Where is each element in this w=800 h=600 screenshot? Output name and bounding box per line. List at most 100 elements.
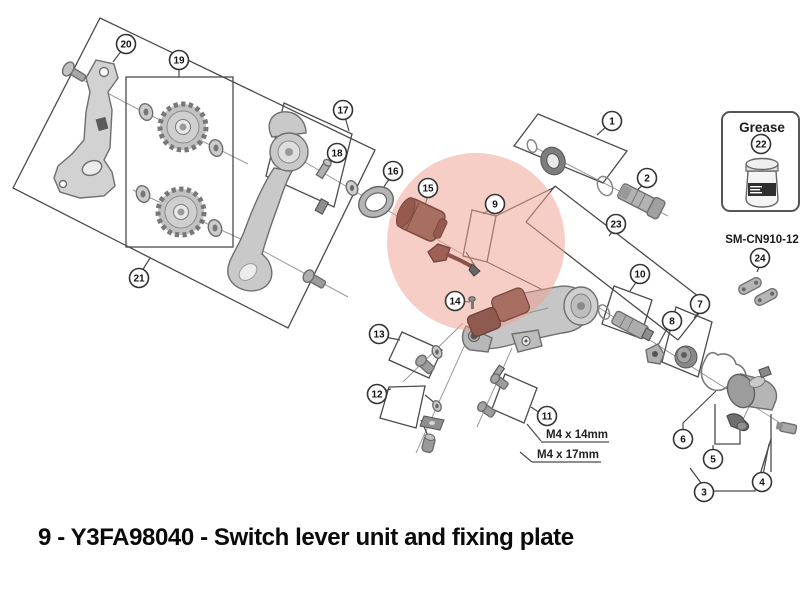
guide-pulley <box>157 101 209 153</box>
plug-part <box>611 310 655 342</box>
bolt-m4x17 <box>477 401 496 418</box>
bolt-spec-17mm: M4 x 17mm <box>537 449 599 461</box>
plate-fixing-screw <box>61 61 87 82</box>
grease-panel: Grease <box>721 111 800 212</box>
callout-7 <box>689 293 711 315</box>
page-title: 9 - Y3FA98040 - Switch lever unit and fi… <box>38 524 574 551</box>
callout-number: 18 <box>331 149 343 160</box>
bracket-axle-assembly <box>526 138 666 220</box>
grease-label: Grease <box>739 120 785 135</box>
washer <box>345 180 359 196</box>
tension-pulley <box>155 186 207 238</box>
callout-number: 16 <box>387 167 399 178</box>
callout-15 <box>417 177 439 199</box>
callout-5 <box>702 448 724 470</box>
box-3 <box>689 438 772 492</box>
washer <box>207 218 223 238</box>
outer-plate-tab <box>268 111 307 138</box>
callout-number: 19 <box>173 56 185 67</box>
o-ring <box>596 175 614 197</box>
box-11 <box>491 373 538 424</box>
edge-bolt <box>775 421 798 435</box>
inner-plate-assembly <box>53 59 327 289</box>
callout-14 <box>444 290 466 312</box>
highlight-circle <box>387 153 565 331</box>
callout-number: 21 <box>133 274 145 285</box>
callout-number: 22 <box>755 140 767 151</box>
box-1 <box>512 113 629 184</box>
plate-block <box>95 116 109 132</box>
callout-number: 20 <box>120 40 132 51</box>
callout-11 <box>536 405 558 427</box>
washer <box>135 184 151 204</box>
callout-number: 2 <box>644 174 650 185</box>
callout-13 <box>368 323 390 345</box>
box-13 <box>388 331 443 379</box>
washer <box>432 399 442 413</box>
callout-number: 4 <box>759 478 765 489</box>
callout-number: 7 <box>697 300 703 311</box>
callout-8 <box>661 310 683 332</box>
bolt-13 <box>415 354 435 375</box>
grease-jar <box>745 157 779 208</box>
body-boss-red-2 <box>466 307 502 337</box>
callout-16 <box>382 160 404 182</box>
main-body <box>461 285 599 353</box>
plate-cutout <box>81 159 103 177</box>
outer-plate-screw <box>302 269 327 289</box>
quick-link <box>738 277 762 295</box>
highlighted-parts <box>395 197 531 337</box>
pulley-set <box>135 101 224 238</box>
callout-9 <box>484 193 506 215</box>
callout-19 <box>168 49 190 71</box>
callout-number: 12 <box>371 390 383 401</box>
callout-number: 17 <box>337 106 349 117</box>
motor-unit <box>726 365 778 411</box>
callout-20 <box>115 33 137 55</box>
callout-17 <box>332 99 354 121</box>
callout-number: 9 <box>492 200 498 211</box>
callout-number: 24 <box>754 254 766 265</box>
box-5 <box>714 404 741 445</box>
callout-1 <box>601 110 623 132</box>
axle-bolt <box>617 183 666 220</box>
motor-unit-assembly <box>597 304 798 435</box>
switch-lever-unit <box>427 243 481 277</box>
callout-12 <box>366 383 388 405</box>
callout-number: 23 <box>610 220 622 231</box>
callout-number: 10 <box>634 270 646 281</box>
callout-number: 11 <box>542 412 553 423</box>
callout-number: 5 <box>710 455 716 466</box>
callout-2 <box>636 167 658 189</box>
lower-fixing-parts <box>415 345 509 454</box>
seal-ring <box>358 185 394 219</box>
callout-number: 3 <box>701 488 707 499</box>
box-7 <box>661 306 713 378</box>
o-ring <box>526 138 538 154</box>
cap-part-15 <box>395 197 448 242</box>
o-ring <box>597 304 611 320</box>
outer-plate <box>227 167 294 292</box>
stopper-pin <box>314 198 330 215</box>
washer <box>431 345 443 359</box>
chain-link-set: SM-CN910-12 <box>725 234 799 306</box>
screw-14 <box>468 296 476 309</box>
callout-10 <box>629 263 651 285</box>
plate-hole <box>98 66 110 78</box>
callout-4 <box>751 471 773 493</box>
callout-number: 8 <box>669 317 675 328</box>
callout-18 <box>326 142 348 164</box>
crank-bolt <box>736 421 748 431</box>
bolt-spec-14mm: M4 x 14mm <box>546 429 608 441</box>
callout-22 <box>750 133 772 155</box>
chain-code-label: SM-CN910-12 <box>725 234 799 246</box>
b-tension-bolt <box>315 158 332 180</box>
box-12 <box>379 385 426 429</box>
quick-link <box>754 288 778 306</box>
callout-number: 1 <box>609 117 615 128</box>
plate-hole-2 <box>58 179 68 189</box>
outer-plate-assembly <box>227 111 394 292</box>
